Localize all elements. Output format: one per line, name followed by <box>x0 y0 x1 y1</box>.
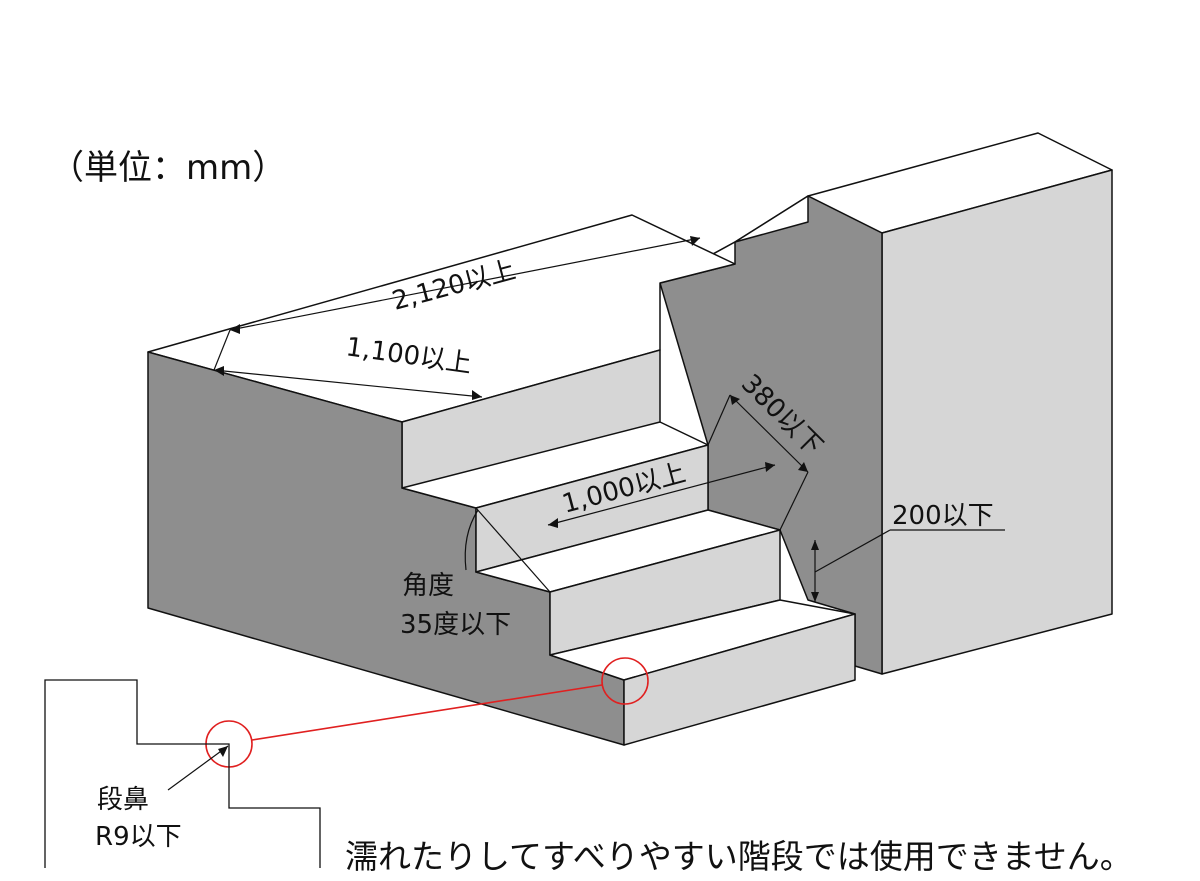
label-nosing-title: 段鼻 <box>97 785 149 815</box>
label-nosing-value: R9以下 <box>95 822 182 852</box>
step-3-front <box>623 613 856 746</box>
arrowhead <box>730 395 740 405</box>
ext-tread-depth-1 <box>707 394 731 446</box>
nosing-highlight-circle <box>601 657 649 705</box>
angle-arc <box>464 509 479 571</box>
arrowhead <box>690 236 700 246</box>
label-riser-height: 200以下 <box>892 501 994 531</box>
nosing-leader <box>167 745 229 791</box>
label-angle-title: 角度 <box>402 571 454 601</box>
dim-line-total-width <box>229 237 701 331</box>
footer-note: 濡れたりしてすべりやすい階段では使用できません。 <box>345 837 1133 876</box>
label-angle-value: 35度以下 <box>400 610 511 640</box>
ext-tread-depth-2 <box>779 471 809 531</box>
arrowhead <box>548 518 558 528</box>
dim-line-tread-width <box>547 464 776 526</box>
arrowhead <box>811 540 819 550</box>
arrowhead <box>218 746 228 757</box>
angle-line <box>475 507 551 593</box>
arrowhead <box>811 592 819 602</box>
arrowhead <box>765 462 775 472</box>
arrowhead <box>214 366 224 376</box>
wall-step-top-1 <box>734 195 809 243</box>
wall-front-face <box>881 169 1113 675</box>
detail-connector-line <box>251 684 603 741</box>
arrowhead <box>472 390 482 400</box>
ext-total-left <box>213 329 231 371</box>
unit-label: （単位：mm） <box>50 148 287 188</box>
arrowhead <box>798 462 808 472</box>
dim-line-stair-width <box>213 369 483 398</box>
nosing-detail-profile <box>44 679 321 868</box>
dim-line-tread-depth <box>729 394 809 473</box>
leader-riser <box>814 529 891 573</box>
arrowhead <box>230 324 240 334</box>
